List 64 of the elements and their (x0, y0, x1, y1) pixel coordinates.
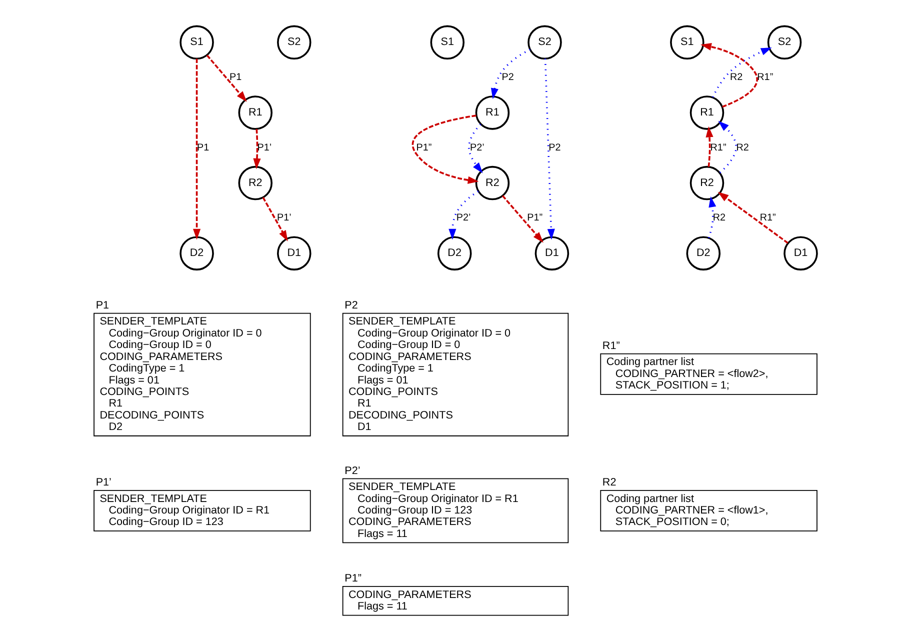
node-circle: S1 (179, 25, 214, 60)
edge-label: P1’ (276, 212, 291, 224)
edge-label: R1” (756, 72, 773, 84)
node-circle: S2 (276, 25, 311, 60)
arrow (700, 43, 758, 108)
edge-label: R1” (759, 212, 776, 224)
arrow (544, 58, 554, 240)
node-circle: S1 (430, 25, 464, 60)
node-circle: R1 (238, 96, 272, 130)
node-circle: R2 (474, 166, 510, 200)
node-box: CODING_PARAMETERS Flags = 11 (342, 586, 568, 616)
edge-label: P1’ (256, 142, 272, 154)
arrow (708, 196, 716, 238)
node-circle: D1 (783, 236, 818, 270)
node-box: SENDER_TEMPLATE Coding−Group Originator ID = R1 Coding−Group ID = 123 CODING_PARAMETERS Flags = 11 (342, 478, 568, 544)
node-circle: D1 (534, 236, 569, 270)
arrow (490, 48, 530, 100)
arrow (712, 48, 772, 98)
node-circle: R2 (689, 166, 724, 200)
node-label: R1” (602, 340, 620, 352)
node-label: P1” (344, 572, 361, 585)
arrow (717, 192, 788, 244)
edge-label: P2’ (456, 212, 470, 224)
node-box: SENDER_TEMPLATE Coding−Group Originator ID = R1 Coding−Group ID = 123 (93, 490, 310, 532)
arrow (252, 129, 260, 170)
arrow (448, 190, 478, 240)
node-circle: S2 (527, 25, 562, 60)
edge-label: P2 (501, 72, 514, 84)
edge-label: P2’ (469, 142, 484, 154)
node-circle: R1 (689, 96, 724, 130)
node-circle: R1 (474, 96, 510, 130)
arrow (192, 58, 200, 240)
arrow (412, 114, 478, 184)
arrow (468, 124, 482, 174)
edge-label: P1 (228, 72, 242, 84)
node-label: P2 (344, 299, 358, 312)
node-label: P2’ (344, 464, 360, 477)
edge-label: R2 (712, 212, 726, 224)
node-label: P1 (95, 299, 109, 312)
node-box: SENDER_TEMPLATE Coding−Group Originator ID = 0 Coding−Group ID = 0 CODING_PARAMETERS CodingType = 1 Flags = 01 CODING_POINTS R1 DECODING_POINTS D1 (342, 312, 568, 436)
edge-label: P1” (416, 142, 432, 154)
node-box: Coding partner list CODING_PARTNER = <flow2>, STACK_POSITION = 1; (600, 353, 817, 395)
arrow (705, 126, 713, 167)
edge-label: P1” (526, 212, 542, 224)
node-circle: D2 (436, 236, 472, 270)
node-circle: D2 (686, 236, 720, 270)
arrow (718, 120, 736, 174)
node-box: SENDER_TEMPLATE Coding−Group Originator ID = 0 Coding−Group ID = 0 CODING_PARAMETERS CodingType = 1 Flags = 01 CODING_POINTS R1 DECODING_POINTS D2 (93, 312, 310, 436)
node-circle: R2 (238, 166, 272, 200)
node-box: Coding partner list CODING_PARTNER = <flow1>, STACK_POSITION = 0; (600, 490, 817, 532)
node-circle: S1 (670, 25, 704, 60)
edge-label: R2 (729, 72, 742, 84)
arrow (206, 54, 246, 102)
arrow (262, 197, 288, 242)
arrow (501, 195, 543, 243)
edge-label: R1” (710, 142, 726, 154)
node-label: P1’ (95, 476, 111, 489)
node-label: R2 (602, 476, 616, 489)
node-circle: D2 (179, 236, 214, 270)
edge-label: P2 (548, 142, 560, 154)
edge-label: R2 (736, 142, 748, 154)
node-circle: S2 (766, 25, 802, 60)
node-circle: D1 (276, 236, 311, 270)
edge-label: P1 (196, 142, 209, 154)
